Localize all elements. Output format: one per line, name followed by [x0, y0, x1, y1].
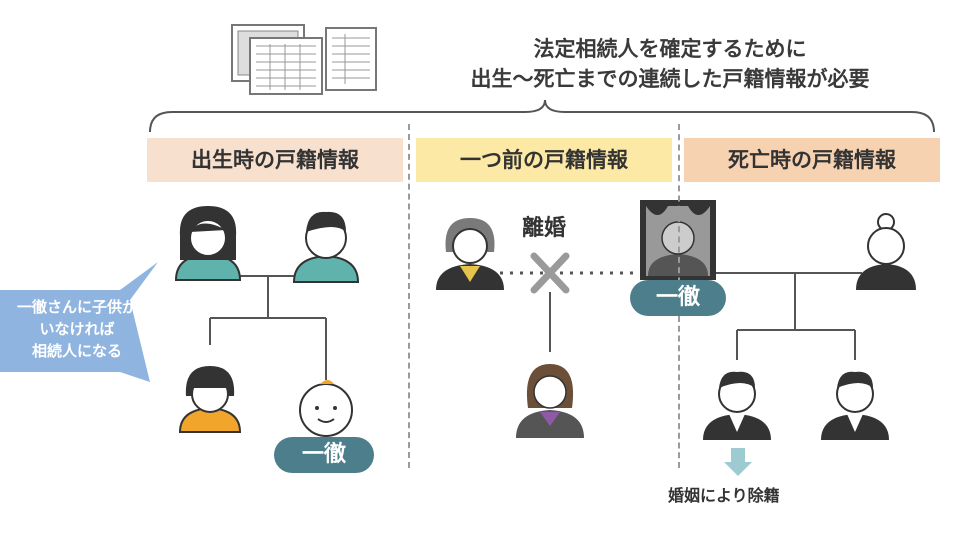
cross-icon	[530, 252, 570, 294]
removed-by-marriage-label: 婚姻により除籍	[668, 486, 780, 505]
section-divider	[678, 316, 680, 468]
title-line-2: 出生～死亡までの連続した戸籍情報が必要	[470, 67, 870, 91]
ittetsu-main-badge: 一徹	[630, 280, 726, 316]
section-bg-birth	[147, 138, 403, 182]
section-bg-previous	[416, 138, 672, 182]
ittetsu-child-badge: 一徹	[274, 437, 374, 473]
callout-bubble	[0, 262, 158, 382]
person-icon	[174, 206, 242, 281]
callout-text: 一徹さんに子供が いなければ 相続人になる	[4, 296, 150, 362]
section-label-death: 死亡時の戸籍情報	[728, 148, 896, 172]
family-lines-birth	[209, 275, 327, 380]
documents-icon	[231, 24, 377, 95]
person-icon	[516, 364, 584, 438]
person-icon	[292, 211, 360, 283]
down-arrow-icon	[724, 448, 752, 476]
person-icon	[856, 213, 916, 290]
person-icon	[178, 366, 242, 433]
brace-icon	[149, 99, 935, 133]
callout-line-1: 一徹さんに子供が	[16, 298, 137, 316]
person-icon	[821, 371, 889, 440]
person-icon	[436, 218, 504, 290]
family-lines-previous	[500, 271, 645, 352]
section-bg-death	[684, 138, 940, 182]
title-line-1: 法定相続人を確定するために	[533, 37, 807, 61]
family-lines-death	[715, 272, 862, 360]
callout-line-2: いなければ	[39, 320, 115, 338]
person-icon	[299, 380, 353, 437]
person-icon	[703, 371, 771, 440]
section-divider	[408, 124, 410, 468]
section-label-birth: 出生時の戸籍情報	[191, 148, 359, 172]
section-divider	[678, 124, 680, 314]
divorce-label: 離婚	[522, 216, 567, 241]
callout-line-3: 相続人になる	[31, 342, 122, 360]
section-label-previous: 一つ前の戸籍情報	[460, 148, 628, 172]
